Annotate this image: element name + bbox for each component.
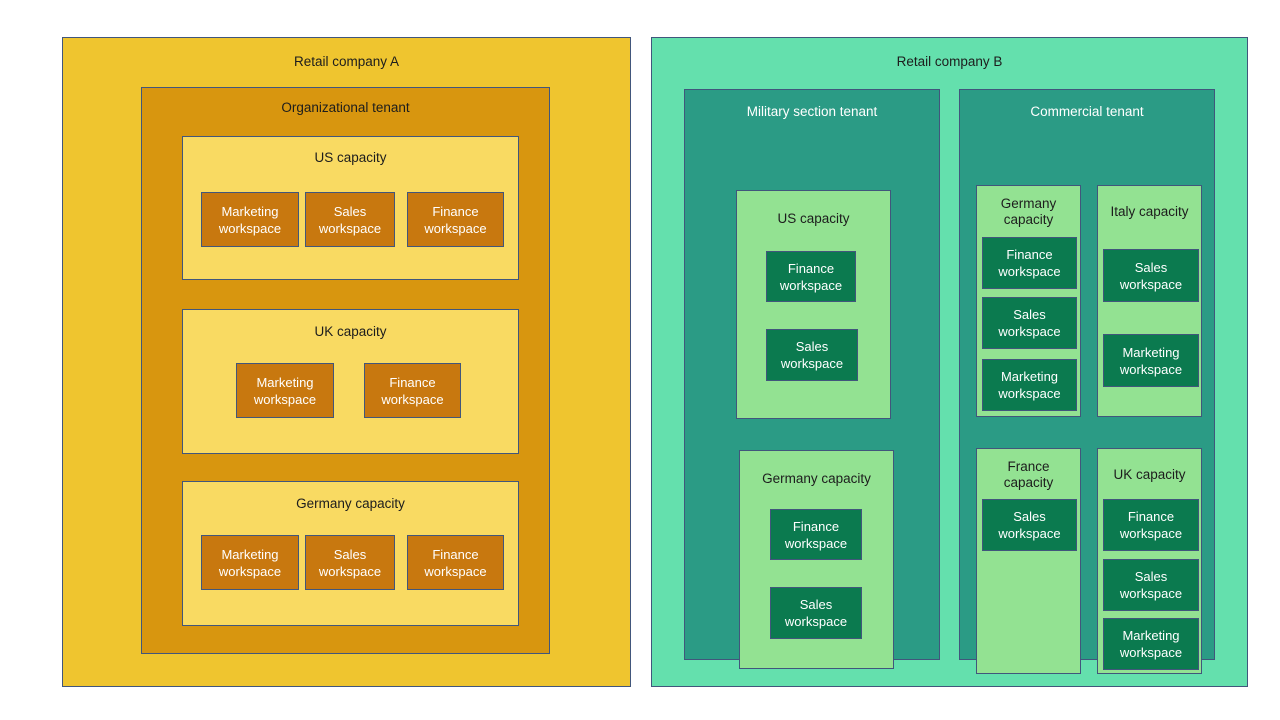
workspace-sales[interactable]: Sales workspace (982, 499, 1077, 551)
workspace-sales[interactable]: Sales workspace (305, 192, 395, 247)
military-section-tenant-container[interactable]: Military section tenant US capacity Fina… (684, 89, 940, 669)
workspace-finance[interactable]: Finance workspace (766, 251, 856, 302)
capacity-italy-b-commercial[interactable]: Italy capacity Sales workspace Marketing… (1097, 185, 1202, 417)
workspace-sales[interactable]: Sales workspace (770, 587, 862, 639)
capacity-italy-b-commercial-title: Italy capacity (1110, 204, 1189, 219)
capacity-germany-a-title: Germany capacity (296, 496, 405, 511)
workspace-marketing[interactable]: Marketing workspace (1103, 618, 1199, 670)
capacity-uk-b-commercial[interactable]: UK capacity Finance workspace Sales work… (1097, 448, 1202, 674)
capacity-us-a-title: US capacity (314, 150, 387, 165)
capacity-germany-b-military-title: Germany capacity (762, 471, 871, 486)
workspace-sales[interactable]: Sales workspace (982, 297, 1077, 349)
capacity-germany-b-commercial[interactable]: Germany capacity Finance workspace Sales… (976, 185, 1081, 417)
capacity-france-b-commercial-title: France capacity (1003, 459, 1054, 490)
workspace-finance[interactable]: Finance workspace (364, 363, 461, 418)
capacity-germany-a[interactable]: Germany capacity Marketing workspace Sal… (182, 481, 519, 626)
workspace-finance[interactable]: Finance workspace (407, 192, 504, 247)
company-b-container[interactable]: Retail company B Military section tenant… (651, 37, 1248, 687)
workspace-marketing[interactable]: Marketing workspace (236, 363, 334, 418)
organizational-tenant-container[interactable]: Organizational tenant US capacity Market… (141, 87, 550, 654)
workspace-sales[interactable]: Sales workspace (305, 535, 395, 590)
company-b-title: Retail company B (896, 54, 1003, 69)
capacity-us-a[interactable]: US capacity Marketing workspace Sales wo… (182, 136, 519, 280)
workspace-marketing[interactable]: Marketing workspace (201, 192, 299, 247)
capacity-us-b-military[interactable]: US capacity Finance workspace Sales work… (736, 190, 891, 419)
capacity-germany-b-commercial-title: Germany capacity (1000, 196, 1057, 227)
capacity-france-b-commercial[interactable]: France capacity Sales workspace (976, 448, 1081, 674)
workspace-marketing[interactable]: Marketing workspace (982, 359, 1077, 411)
workspace-sales[interactable]: Sales workspace (1103, 249, 1199, 302)
company-a-title: Retail company A (293, 54, 400, 69)
workspace-sales[interactable]: Sales workspace (766, 329, 858, 381)
capacity-uk-a[interactable]: UK capacity Marketing workspace Finance … (182, 309, 519, 454)
capacity-germany-b-military[interactable]: Germany capacity Finance workspace Sales… (739, 450, 894, 669)
commercial-tenant-container[interactable]: Commercial tenant Germany capacity Finan… (959, 89, 1215, 674)
military-section-tenant-title: Military section tenant (746, 104, 878, 119)
workspace-finance[interactable]: Finance workspace (982, 237, 1077, 289)
capacity-uk-a-title: UK capacity (314, 324, 387, 339)
capacity-uk-b-commercial-title: UK capacity (1113, 467, 1186, 482)
workspace-finance[interactable]: Finance workspace (407, 535, 504, 590)
workspace-marketing[interactable]: Marketing workspace (201, 535, 299, 590)
workspace-sales[interactable]: Sales workspace (1103, 559, 1199, 611)
workspace-finance[interactable]: Finance workspace (770, 509, 862, 560)
organizational-tenant-title: Organizational tenant (281, 100, 410, 115)
capacity-us-b-military-title: US capacity (777, 211, 850, 226)
workspace-finance[interactable]: Finance workspace (1103, 499, 1199, 551)
company-a-container[interactable]: Retail company A Organizational tenant U… (62, 37, 631, 687)
commercial-tenant-title: Commercial tenant (1030, 104, 1144, 119)
workspace-marketing[interactable]: Marketing workspace (1103, 334, 1199, 387)
